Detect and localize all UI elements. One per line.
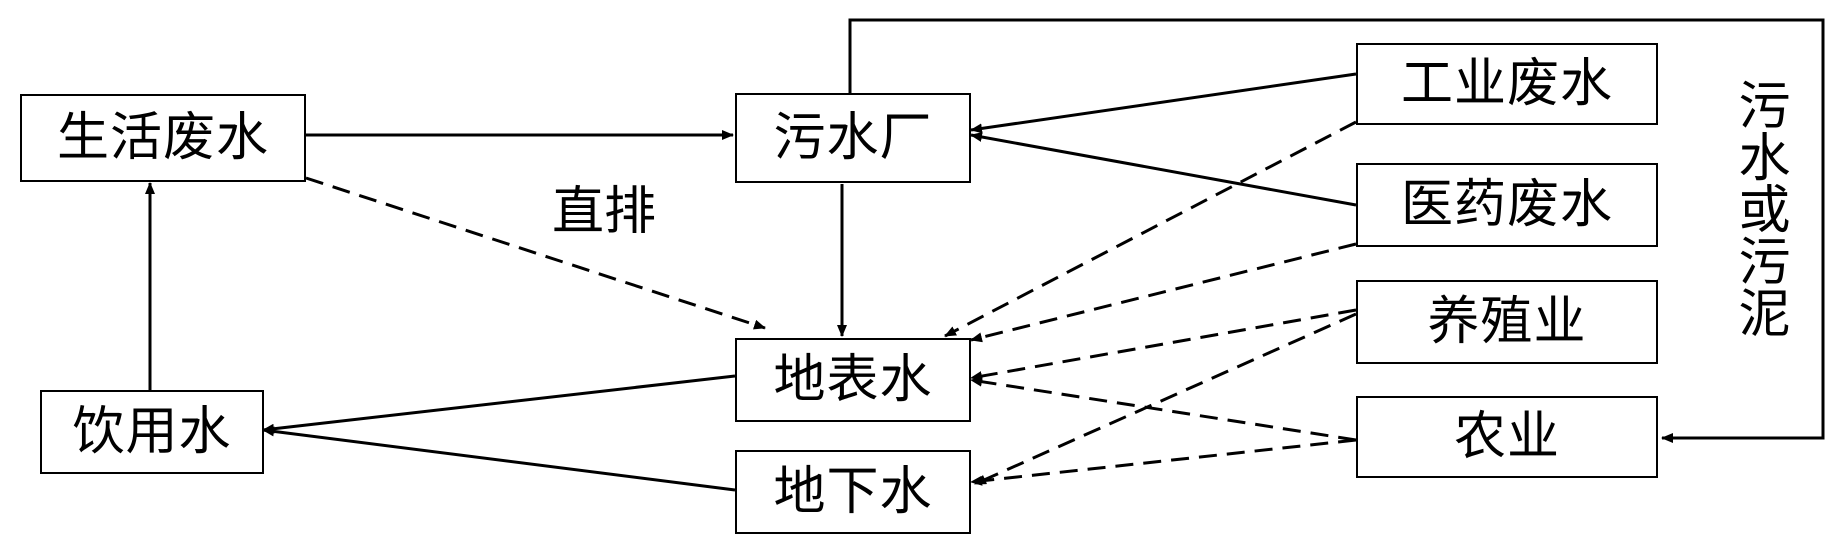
edge-pharma-to-sewage-plant bbox=[970, 132, 1357, 207]
edge-surface-to-drinking bbox=[262, 374, 736, 434]
node-sewage-plant: 污水厂 bbox=[735, 93, 971, 183]
node-groundwater: 地下水 bbox=[735, 450, 971, 534]
edge-pharma-to-surface-dashed bbox=[970, 242, 1357, 343]
edge-sewage-plant-to-agriculture bbox=[848, 18, 1825, 443]
edge-aquaculture-to-surface-dashed bbox=[970, 308, 1357, 382]
edge-domestic-to-surface-dashed bbox=[305, 176, 766, 330]
label-direct-discharge: 直排 bbox=[552, 182, 657, 242]
label-sewage-or-sludge: 污水或污泥 bbox=[1729, 78, 1789, 338]
edge-groundwater-to-drinking bbox=[262, 426, 736, 492]
node-surface-water: 地表水 bbox=[735, 338, 971, 422]
node-industrial-wastewater: 工业废水 bbox=[1356, 43, 1658, 125]
edge-agriculture-to-surface-dashed bbox=[970, 376, 1357, 442]
node-agriculture: 农业 bbox=[1356, 396, 1658, 478]
node-pharma-wastewater: 医药废水 bbox=[1356, 163, 1658, 247]
edge-industrial-to-surface-dashed bbox=[944, 120, 1357, 338]
edge-agriculture-to-groundwater-dashed bbox=[970, 438, 1357, 486]
edge-industrial-to-sewage-plant bbox=[970, 72, 1357, 134]
node-drinking-water: 饮用水 bbox=[40, 390, 264, 474]
node-domestic-wastewater: 生活废水 bbox=[20, 94, 306, 182]
node-aquaculture: 养殖业 bbox=[1356, 280, 1658, 364]
edge-aquaculture-to-groundwater-dashed bbox=[974, 312, 1357, 486]
